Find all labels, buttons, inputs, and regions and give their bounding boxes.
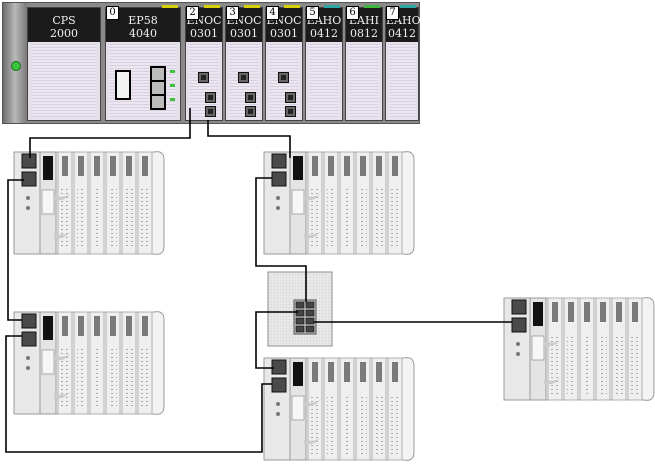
cable-drop-1-to-drop-3 (7, 179, 24, 321)
ethernet-port-icon[interactable] (245, 92, 256, 103)
module-accent (284, 5, 300, 9)
remote-io-drop-icon[interactable] (263, 151, 415, 255)
ethernet-port-icon[interactable] (205, 106, 216, 117)
slot-number: 5 (306, 6, 319, 20)
module-accent (400, 5, 416, 9)
module-accent (324, 5, 340, 9)
ethernet-port-icon[interactable] (278, 72, 289, 83)
ethernet-port-icon[interactable] (205, 92, 216, 103)
ethernet-port-icon[interactable] (285, 92, 296, 103)
module-code: 0812 (350, 27, 378, 40)
power-supply-code: 2000 (50, 27, 78, 40)
module-accent (244, 5, 260, 9)
slot-number: 0 (106, 6, 119, 20)
slot-number: 7 (386, 6, 399, 20)
cable-switch-to-drop-4 (255, 311, 298, 369)
status-led-icon (170, 84, 175, 87)
module-code: 0301 (190, 27, 218, 40)
ethernet-port-icon[interactable] (238, 72, 249, 83)
cable-rack-to-drop-2 (207, 120, 291, 158)
module-accent (204, 5, 220, 9)
module-code: 4040 (129, 27, 157, 40)
cable-drop-2-to-switch (255, 177, 307, 302)
module-face (31, 44, 97, 117)
slot-indicator-icon (115, 70, 131, 100)
ethernet-port-icon[interactable] (245, 106, 256, 117)
power-supply-name: CPS (52, 14, 76, 27)
cable-drop-3-to-drop-4 (5, 335, 272, 453)
module-face (309, 44, 339, 117)
module-code: 0412 (388, 27, 416, 40)
module-name: EP58 (128, 14, 158, 27)
slot-number: 4 (266, 6, 279, 20)
module-accent (364, 5, 380, 9)
module-face (389, 44, 415, 117)
status-led-icon (170, 70, 175, 73)
network-switch-icon[interactable] (267, 271, 333, 347)
remote-io-drop-icon[interactable] (13, 151, 165, 255)
slot-number: 3 (226, 6, 239, 20)
ethernet-port-icon[interactable] (285, 106, 296, 117)
cable-rack-to-drop-1 (29, 108, 191, 158)
rack-rail-icon (3, 3, 27, 123)
module-code: 0301 (230, 27, 258, 40)
ethernet-port-icon[interactable] (150, 94, 166, 110)
module-accent (162, 5, 178, 9)
ethernet-cables (5, 108, 512, 453)
power-led-icon (11, 61, 21, 71)
remote-io-drop-icon[interactable] (503, 297, 655, 401)
remote-io-drop-icon[interactable] (13, 311, 165, 415)
remote-io-drop-icon[interactable] (263, 357, 415, 461)
module-face (349, 44, 379, 117)
module-code: 0412 (310, 27, 338, 40)
status-led-icon (170, 98, 175, 101)
ethernet-port-icon[interactable] (198, 72, 209, 83)
slot-number: 6 (346, 6, 359, 20)
slot-number: 2 (186, 6, 199, 20)
module-code: 0301 (270, 27, 298, 40)
